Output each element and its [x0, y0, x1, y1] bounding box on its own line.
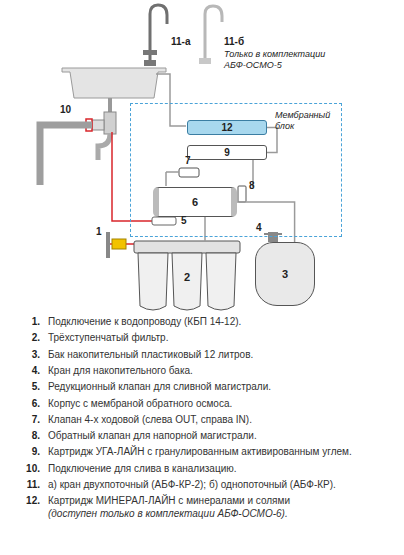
list-text: Бак накопительный пластиковый 12 литров. [48, 349, 253, 361]
note: Только в комплектации АБФ-ОСМО-5 [224, 49, 336, 71]
list-text: Картридж МИНЕРАЛ-ЛАЙН с минералами и сол… [48, 495, 290, 507]
list-text: а) кран двухпоточный (АБФ-КР-2); б) одно… [48, 479, 336, 491]
node-text: 3 [282, 268, 288, 280]
node-text: 6 [192, 196, 198, 208]
list-number: 11. [0, 479, 40, 491]
three-stage-filter: 2 [172, 268, 202, 286]
callout-number: 8 [249, 180, 255, 192]
callout-number: 7 [185, 155, 191, 167]
node-text: 12 [221, 122, 232, 133]
list-note: (доступен только в комплектации АБФ-ОСМО… [48, 508, 288, 520]
list-text: Кран для накопительного бака. [48, 365, 193, 377]
list-number: 9. [0, 446, 40, 458]
list-text: Подключение к водопроводу (КБП 14-12). [48, 316, 241, 328]
list-number: 4. [0, 365, 40, 377]
list-number: 7. [0, 414, 40, 426]
mineral-cartridge: 12 [187, 120, 267, 135]
list-number: 3. [0, 349, 40, 361]
list-number: 10. [0, 463, 40, 475]
list-number: 5. [0, 381, 40, 393]
list-text: Редукционный клапан для сливной магистра… [48, 381, 271, 393]
storage-tank: 3 [255, 242, 315, 306]
callout-number: 10 [60, 104, 71, 116]
water-line [204, 217, 206, 241]
callout-number: 5 [181, 215, 187, 227]
carbon-cartridge: 9 [187, 145, 267, 160]
callout-number: 11-а [171, 36, 190, 48]
list-number: 8. [0, 430, 40, 442]
membrane-block: Мембранный блок 12 9 6 [130, 103, 342, 237]
list-number: 2. [0, 332, 40, 344]
water-line [267, 128, 277, 153]
list-text: Трёхступенчатый фильтр. [48, 332, 168, 344]
list-text: Картридж УГА-ЛАЙН с гранулированным акти… [48, 446, 352, 458]
list-number: 12. [0, 495, 40, 507]
list-text: Корпус с мембраной обратного осмоса. [48, 398, 232, 410]
node-text: Мембранный блок [275, 110, 335, 132]
membrane-housing: 6 [153, 187, 237, 217]
node-text: 9 [224, 147, 230, 158]
water-line [237, 202, 295, 242]
callout-number: 11-б [224, 36, 244, 48]
list-number: 6. [0, 398, 40, 410]
list-text: Обратный клапан для напорной магистрали. [48, 430, 257, 442]
list-number: 1. [0, 316, 40, 328]
node-text: 2 [184, 271, 190, 283]
list-text: Подключение для слива в канализацию. [48, 463, 237, 475]
list-text: Клапан 4-х ходовой (слева OUT, справа IN… [48, 414, 252, 426]
callout-number: 4 [256, 222, 262, 234]
callout-number: 1 [96, 226, 102, 238]
